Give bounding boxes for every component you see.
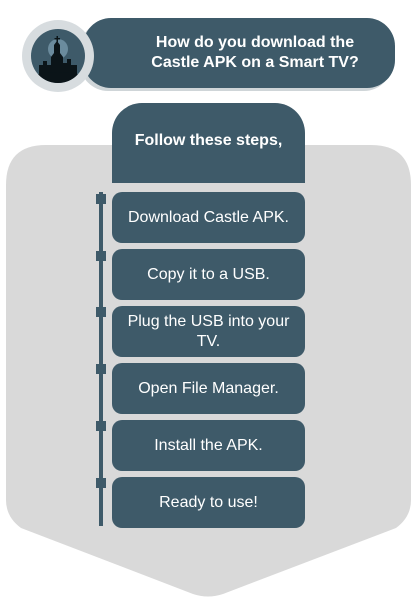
step-label: Copy it to a USB.: [147, 265, 270, 283]
question-banner: How do you download the Castle APK on a …: [83, 18, 395, 88]
step-label: Ready to use!: [159, 493, 258, 511]
step-6: Ready to use!: [112, 477, 305, 528]
step-4: Open File Manager.: [112, 363, 305, 414]
timeline-dot: [96, 364, 106, 374]
timeline-dot: [96, 194, 106, 204]
step-label: Open File Manager.: [138, 379, 279, 397]
question-text: How do you download the Castle APK on a …: [151, 34, 359, 71]
step-5: Install the APK.: [112, 420, 305, 471]
follow-steps-header: Follow these steps,: [112, 103, 305, 183]
timeline-dot: [96, 251, 106, 261]
follow-steps-label: Follow these steps,: [134, 132, 283, 149]
castle-icon: [31, 29, 85, 83]
step-label: Download Castle APK.: [128, 208, 289, 226]
step-3: Plug the USB into your TV.: [112, 306, 305, 357]
timeline-line: [99, 192, 103, 526]
step-label: Install the APK.: [154, 436, 263, 454]
step-label: Plug the USB into your TV.: [127, 312, 290, 350]
timeline-dot: [96, 478, 106, 488]
logo-badge: [22, 20, 94, 92]
timeline-dot: [96, 421, 106, 431]
step-1: Download Castle APK.: [112, 192, 305, 243]
step-2: Copy it to a USB.: [112, 249, 305, 300]
timeline-dot: [96, 307, 106, 317]
